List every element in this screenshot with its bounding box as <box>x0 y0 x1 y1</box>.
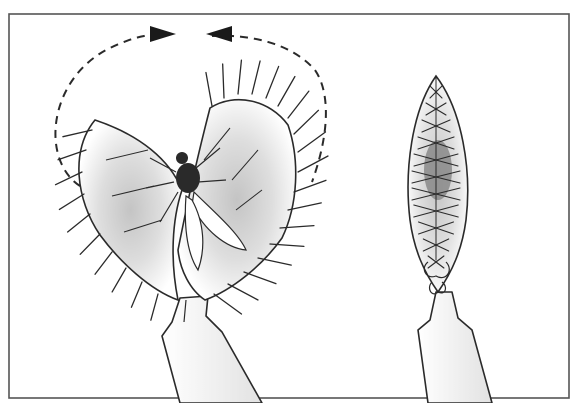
closed-trap-stalk <box>418 292 492 403</box>
spine <box>214 294 241 314</box>
closed-trap <box>408 76 492 403</box>
spine <box>298 156 328 172</box>
spine <box>68 214 90 232</box>
spine <box>151 294 158 320</box>
spine <box>266 66 279 98</box>
spine <box>228 284 258 300</box>
spine <box>59 194 84 209</box>
spine <box>244 272 276 284</box>
spine <box>238 60 241 94</box>
spine <box>278 77 295 106</box>
spine <box>288 91 309 118</box>
arrow-right-icon <box>150 26 176 42</box>
spine <box>56 172 82 185</box>
spine <box>252 61 260 94</box>
open-trap <box>55 26 328 403</box>
spine <box>112 268 126 292</box>
spine <box>223 64 224 98</box>
spine <box>95 252 112 274</box>
spine <box>80 234 100 254</box>
spine <box>298 132 325 152</box>
spine <box>206 73 212 106</box>
spine <box>294 180 326 192</box>
spine <box>294 110 318 134</box>
spine <box>131 282 142 307</box>
arrow-left-icon <box>206 26 232 42</box>
open-trap-stalk <box>162 296 262 403</box>
